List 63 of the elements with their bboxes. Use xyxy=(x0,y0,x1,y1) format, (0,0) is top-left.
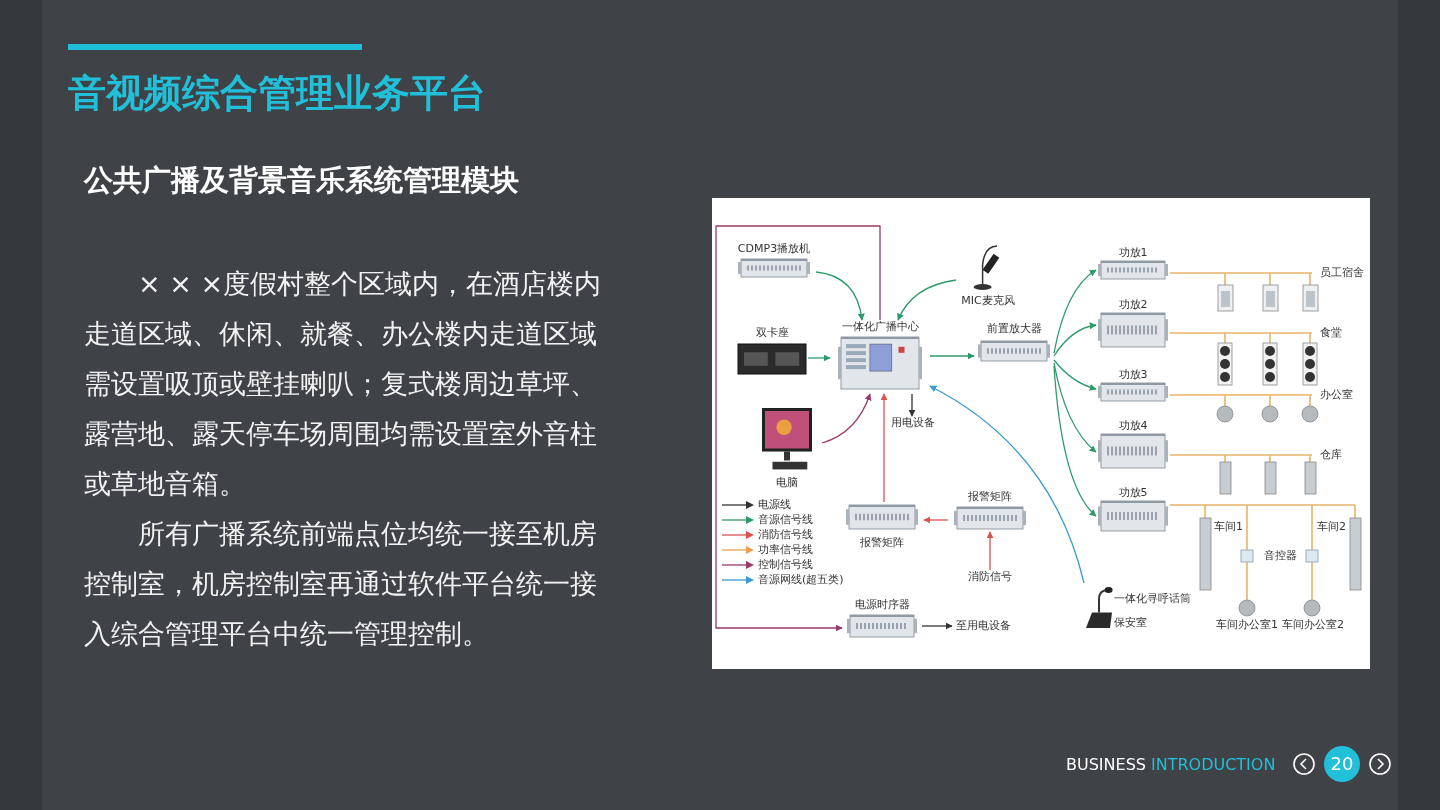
area-label: 车间1 xyxy=(1214,520,1244,534)
body-paragraph: × × ×度假村整个区域内，在酒店楼内走道区域、休闲、就餐、办公楼内走道区域需设置吸顶或壁挂喇叭；复式楼周边草坪、露营地、露天停车场周围均需设置室外音柱或草地音箱。 xyxy=(84,267,603,501)
connector xyxy=(929,352,975,360)
connector xyxy=(929,385,1085,584)
connector xyxy=(1169,504,1193,506)
area-label: 音控器 xyxy=(1262,549,1298,563)
device-label: 至用电设备 xyxy=(954,619,1012,633)
device-label: 功放1 xyxy=(1117,246,1149,260)
connector xyxy=(807,354,831,362)
device-label: 前置放大器 xyxy=(985,322,1043,336)
connector xyxy=(1169,454,1213,456)
area-label: 车间办公室1 xyxy=(1215,618,1279,632)
page-number: 20 xyxy=(1324,746,1360,782)
connector xyxy=(1053,362,1097,453)
connector xyxy=(921,622,953,630)
connector xyxy=(1169,332,1213,334)
connector xyxy=(1053,365,1097,517)
device-label: 功放5 xyxy=(1117,486,1149,500)
area-label: 办公室 xyxy=(1320,388,1354,402)
device-label: 用电设备 xyxy=(890,416,936,430)
footer-text: BUSINESS xyxy=(1066,754,1146,776)
area-label: 员工宿舍 xyxy=(1320,266,1365,280)
connector xyxy=(897,279,957,321)
connector xyxy=(1053,269,1097,354)
connector xyxy=(1053,359,1097,391)
device-label: 保安室 xyxy=(1114,616,1148,630)
device-label: 消防信号 xyxy=(967,570,1013,584)
legend-label: 消防信号线 xyxy=(758,528,813,542)
device-label: MIC麦克风 xyxy=(960,294,1016,308)
device-label: 一体化广播中心 xyxy=(840,320,920,334)
device-label: 电脑 xyxy=(775,476,799,490)
connector xyxy=(1169,272,1213,274)
slide-title: 音视频综合管理业务平台 xyxy=(68,70,486,117)
connector xyxy=(715,225,881,632)
legend-label: 控制信号线 xyxy=(758,558,813,572)
device-label: 双卡座 xyxy=(754,326,790,340)
connector xyxy=(1169,394,1213,396)
footer-text: INTRODUCTION xyxy=(1150,754,1276,776)
device-label: 功放4 xyxy=(1117,419,1149,433)
connector xyxy=(815,271,865,321)
device-label: 功放3 xyxy=(1117,368,1149,382)
area-label: 食堂 xyxy=(1320,326,1343,340)
area-label: 车间2 xyxy=(1316,520,1346,534)
connector xyxy=(908,393,916,417)
area-label: 仓库 xyxy=(1320,448,1343,462)
device-label: 一体化寻呼话筒 xyxy=(1114,592,1190,606)
connector xyxy=(986,531,994,571)
section-heading: 公共广播及背景音乐系统管理模块 xyxy=(84,162,519,199)
legend-label: 功率信号线 xyxy=(758,543,813,557)
legend-label: 电源线 xyxy=(758,498,791,512)
area-label: 车间办公室2 xyxy=(1281,618,1345,632)
legend-label: 音源网线(超五类) xyxy=(758,573,844,587)
legend-label: 音源信号线 xyxy=(758,513,813,527)
device-label: 电源时序器 xyxy=(853,598,911,612)
device-label: 报警矩阵 xyxy=(967,490,1013,504)
body-paragraph: 所有广播系统前端点位均统一接至机房控制室，机房控制室再通过软件平台统一接入综合管理平台中统一管理控制。 xyxy=(84,517,598,651)
connector xyxy=(923,516,949,524)
device-label: 报警矩阵 xyxy=(859,536,905,550)
connector xyxy=(1053,322,1097,357)
device-label: 功放2 xyxy=(1117,298,1149,312)
connector xyxy=(821,393,872,444)
connector xyxy=(880,393,888,503)
device-label: CDMP3播放机 xyxy=(736,242,812,256)
